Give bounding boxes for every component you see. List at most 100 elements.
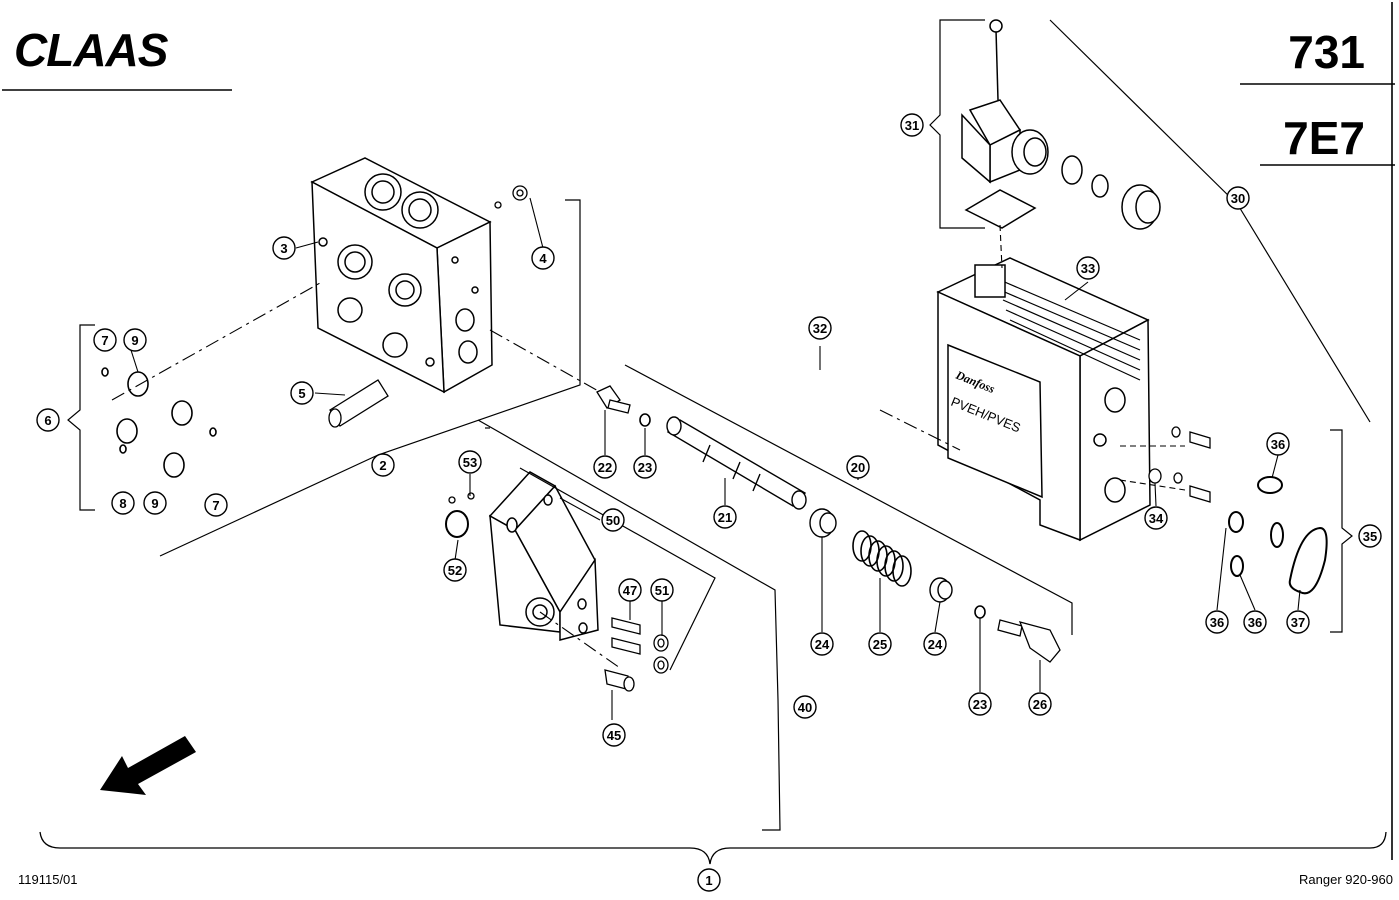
svg-text:8: 8 [119, 496, 126, 511]
callouts: 1 2 3 4 5 6 7 7 8 9 9 20 21 22 23 23 24 … [36, 113, 1382, 892]
callout-53: 53 [458, 450, 482, 474]
valve-body [310, 157, 493, 394]
callout-1: 1 [697, 868, 721, 892]
svg-text:24: 24 [815, 637, 830, 652]
callout-9a: 9 [123, 328, 147, 352]
svg-text:5: 5 [298, 386, 305, 401]
spring-seat-24a [809, 508, 837, 538]
svg-text:52: 52 [448, 563, 462, 578]
svg-text:47: 47 [623, 583, 637, 598]
callout-32: 32 [808, 316, 832, 340]
svg-text:32: 32 [813, 321, 827, 336]
svg-text:36: 36 [1210, 615, 1224, 630]
svg-text:36: 36 [1248, 615, 1262, 630]
callout-4: 4 [531, 246, 555, 270]
spool-21 [666, 416, 807, 510]
callout-7b: 7 [204, 493, 228, 517]
svg-text:36: 36 [1271, 437, 1285, 452]
svg-text:23: 23 [638, 460, 652, 475]
callout-2: 2 [371, 453, 395, 477]
callout-31: 31 [900, 113, 924, 137]
callout-36b: 36 [1205, 610, 1229, 634]
callout-33: 33 [1076, 256, 1100, 280]
svg-text:6: 6 [44, 413, 51, 428]
svg-text:9: 9 [131, 333, 138, 348]
model-label: Ranger 920-960 [1299, 872, 1393, 887]
callout-37: 37 [1286, 610, 1310, 634]
svg-text:23: 23 [973, 697, 987, 712]
callout-47: 47 [618, 578, 642, 602]
svg-text:53: 53 [463, 455, 477, 470]
seal-52 [445, 510, 469, 538]
callout-35: 35 [1358, 524, 1382, 548]
callout-23b: 23 [968, 692, 992, 716]
svg-text:30: 30 [1231, 191, 1245, 206]
svg-text:2: 2 [379, 458, 386, 473]
callout-34: 34 [1144, 506, 1168, 530]
svg-text:3: 3 [280, 241, 287, 256]
bracket-1 [39, 831, 1387, 865]
drawing-number: 119115/01 [18, 872, 78, 887]
svg-text:45: 45 [607, 728, 621, 743]
page-number: 731 [1288, 26, 1365, 78]
callout-26: 26 [1028, 692, 1052, 716]
callout-3: 3 [272, 236, 296, 260]
svg-text:25: 25 [873, 637, 887, 652]
seal-kit-35 [1228, 476, 1328, 595]
callout-23a: 23 [633, 455, 657, 479]
svg-text:7: 7 [101, 333, 108, 348]
spring-seat-24b [929, 577, 953, 603]
svg-text:1: 1 [705, 873, 712, 888]
callout-51: 51 [650, 578, 674, 602]
svg-text:24: 24 [928, 637, 943, 652]
svg-text:26: 26 [1033, 697, 1047, 712]
svg-text:4: 4 [539, 251, 547, 266]
svg-text:22: 22 [598, 460, 612, 475]
group-code: 7E7 [1283, 112, 1365, 164]
cover-50 [488, 471, 599, 641]
oring-23a [639, 413, 651, 427]
svg-text:40: 40 [798, 700, 812, 715]
callout-40: 40 [793, 695, 817, 719]
callout-21: 21 [713, 505, 737, 529]
callout-8: 8 [111, 491, 135, 515]
callout-20: 20 [846, 455, 870, 479]
svg-text:9: 9 [151, 496, 158, 511]
callout-9b: 9 [143, 491, 167, 515]
svg-text:34: 34 [1149, 511, 1164, 526]
svg-text:35: 35 [1363, 529, 1377, 544]
svg-text:20: 20 [851, 460, 865, 475]
callout-7a: 7 [93, 328, 117, 352]
callout-24a: 24 [810, 632, 834, 656]
rod-26 [997, 619, 1061, 663]
brackets [67, 19, 1371, 831]
svg-text:31: 31 [905, 118, 919, 133]
balls-53 [448, 492, 475, 504]
callout-36c: 36 [1243, 610, 1267, 634]
callout-22: 22 [593, 455, 617, 479]
leader-lines [111, 197, 1301, 720]
screws-47 [604, 617, 669, 692]
callout-36a: 36 [1266, 432, 1290, 456]
svg-text:50: 50 [606, 513, 620, 528]
plug-4 [494, 185, 528, 209]
callout-52: 52 [443, 558, 467, 582]
direction-arrow [100, 736, 196, 795]
connector-31 [961, 19, 1161, 230]
plug-22 [596, 385, 631, 414]
callout-50: 50 [601, 508, 625, 532]
callout-45: 45 [602, 723, 626, 747]
seal-kit-6 [101, 367, 217, 478]
callout-5: 5 [290, 381, 314, 405]
plugs-34 [1148, 426, 1211, 503]
callout-25: 25 [868, 632, 892, 656]
spring-25 [852, 530, 912, 587]
frame-lines [2, 2, 1395, 860]
callout-6: 6 [36, 408, 60, 432]
callout-30: 30 [1226, 186, 1250, 210]
svg-text:7: 7 [212, 498, 219, 513]
svg-text:37: 37 [1291, 615, 1305, 630]
svg-text:33: 33 [1081, 261, 1095, 276]
svg-text:21: 21 [718, 510, 732, 525]
